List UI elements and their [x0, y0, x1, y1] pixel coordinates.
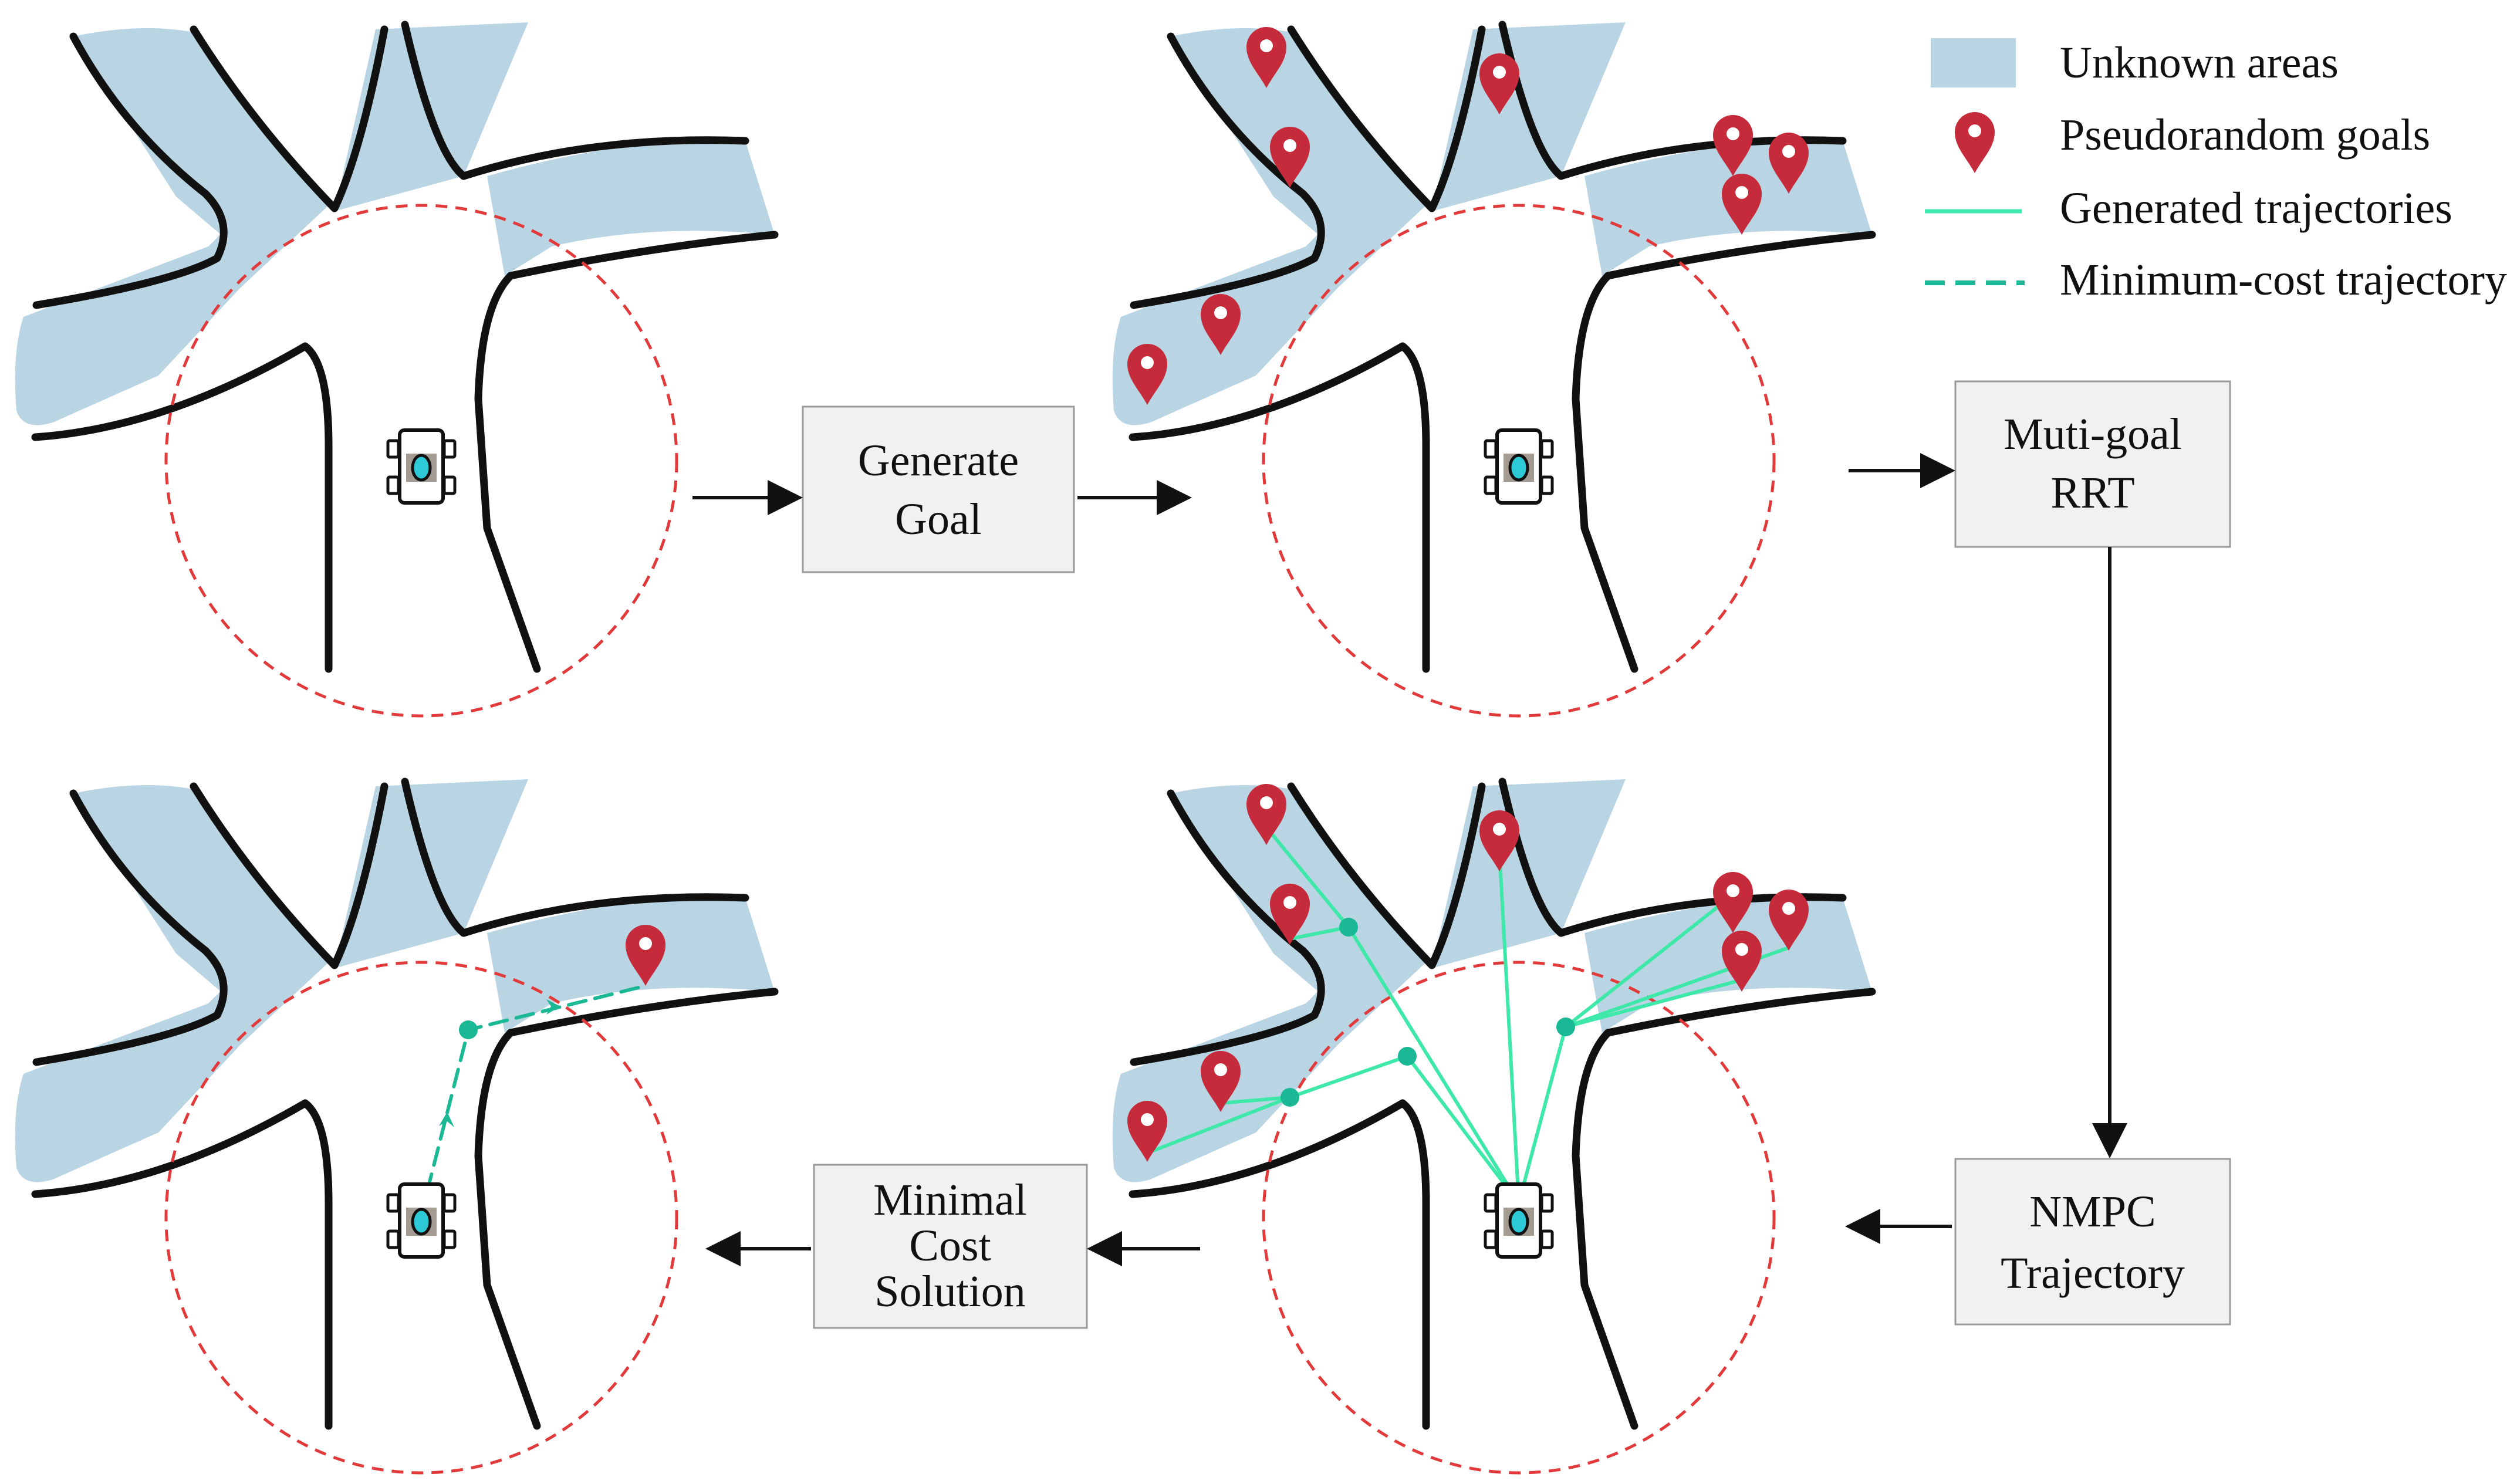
legend-item-minimum-cost-trajectory: Minimum-cost trajectory	[1925, 255, 2507, 305]
box-label-line: Trajectory	[2001, 1249, 2185, 1298]
generate-goal-box: Generate Goal	[802, 405, 1075, 573]
box-label-line: Goal	[895, 495, 982, 544]
box-label-line: Solution	[874, 1267, 1026, 1316]
box-label-line: Generate	[858, 436, 1019, 485]
legend-label: Minimum-cost trajectory	[2060, 255, 2507, 305]
box-label-line: RRT	[2050, 468, 2134, 518]
legend-item-unknown-areas: Unknown areas	[1931, 38, 2339, 87]
legend-label: Generated trajectories	[2060, 184, 2452, 233]
box-label-line: Minimal	[873, 1175, 1027, 1225]
nmpc-trajectory-box: NMPC Trajectory	[1954, 1158, 2231, 1326]
robot-car-icon	[1485, 430, 1552, 503]
legend-item-pseudorandom-goals: Pseudorandom goals	[1955, 110, 2430, 173]
robot-car-icon	[388, 1184, 455, 1257]
legend: Unknown areas Pseudorandom goals Generat…	[1925, 38, 2507, 305]
robot-car-icon	[1485, 1184, 1552, 1257]
box-label-line: Cost	[909, 1221, 991, 1270]
legend-label: Unknown areas	[2060, 38, 2339, 87]
panel-generated-goals	[1113, 22, 1872, 716]
panel-initial-map	[15, 22, 775, 716]
robot-car-icon	[388, 430, 455, 503]
box-label-line: Muti-goal	[2004, 410, 2182, 459]
map-pin-icon	[1955, 112, 1995, 173]
legend-label: Pseudorandom goals	[2060, 110, 2430, 160]
box-label-line: NMPC	[2029, 1187, 2156, 1236]
unknown-area-swatch-icon	[1931, 38, 2016, 87]
panel-minimum-cost-solution	[15, 779, 775, 1473]
trajectory-direction-arrows	[439, 999, 560, 1127]
legend-item-generated-trajectories: Generated trajectories	[1925, 184, 2452, 233]
flow-arrows	[692, 453, 2127, 1266]
multi-goal-rrt-box: Muti-goal RRT	[1954, 380, 2231, 548]
minimal-cost-solution-box: Minimal Cost Solution	[813, 1164, 1088, 1329]
panel-generated-trajectories	[1113, 779, 1872, 1473]
